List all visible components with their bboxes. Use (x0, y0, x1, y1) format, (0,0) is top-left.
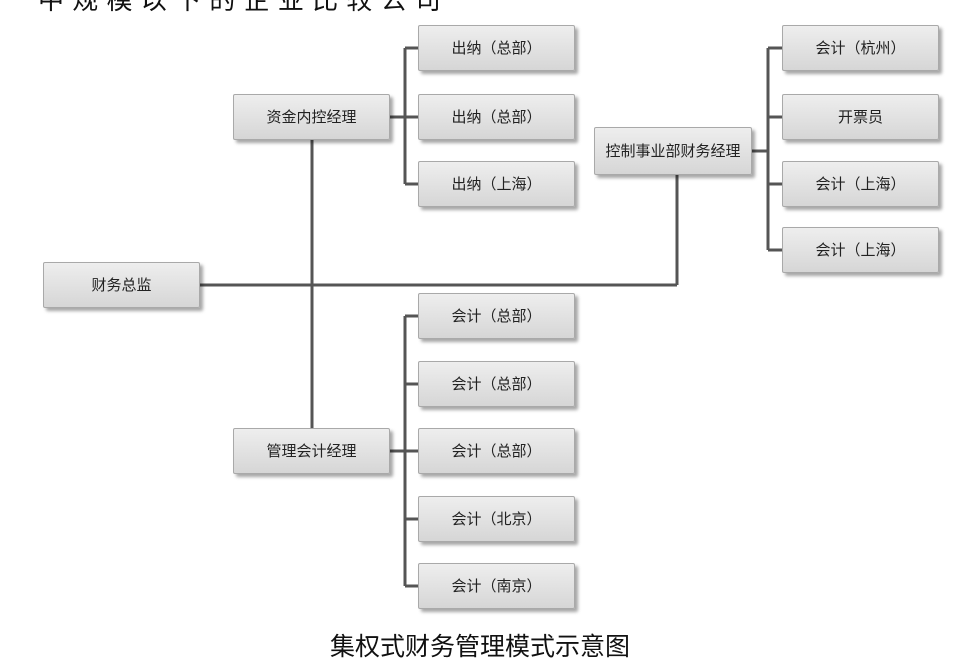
node-division-manager: 控制事业部财务经理 (594, 127, 752, 175)
node-label: 会计（杭州） (815, 38, 906, 57)
node-label: 出纳（上海） (451, 174, 542, 193)
node-label: 资金内控经理 (266, 107, 357, 126)
node-label: 开票员 (837, 107, 883, 126)
node-acct-bj: 会计（北京） (418, 496, 575, 542)
node-acct-nj: 会计（南京） (418, 563, 575, 609)
node-mgmt-acct-manager: 管理会计经理 (233, 428, 390, 474)
node-label: 会计（总部） (451, 374, 542, 393)
node-label: 管理会计经理 (266, 441, 357, 460)
node-cashier-sh: 出纳（上海） (418, 161, 575, 207)
node-acct-sh-2: 会计（上海） (782, 227, 939, 273)
node-label: 会计（总部） (451, 306, 542, 325)
diagram-caption: 集权式财务管理模式示意图 (329, 632, 630, 661)
node-label: 会计（南京） (451, 576, 542, 595)
node-label: 会计（北京） (451, 509, 542, 528)
node-label: 控制事业部财务经理 (605, 141, 741, 160)
node-acct-hq-2: 会计（总部） (418, 361, 575, 407)
partial-header-text: 中 规 模 以 下 的 企 业 比 较 公 司 (38, 0, 441, 16)
node-invoicer: 开票员 (782, 94, 939, 140)
node-acct-hz: 会计（杭州） (782, 25, 939, 71)
node-label: 会计（上海） (815, 174, 906, 193)
node-label: 会计（总部） (451, 441, 542, 460)
node-label: 出纳（总部） (451, 107, 542, 126)
node-label: 会计（上海） (815, 240, 906, 259)
node-label: 出纳（总部） (451, 38, 542, 57)
node-acct-hq-1: 会计（总部） (418, 293, 575, 339)
node-cashier-hq-2: 出纳（总部） (418, 94, 575, 140)
node-fund-manager: 资金内控经理 (233, 94, 390, 140)
node-acct-hq-3: 会计（总部） (418, 428, 575, 474)
node-label: 财务总监 (91, 275, 152, 294)
node-acct-sh-1: 会计（上海） (782, 161, 939, 207)
node-cfo: 财务总监 (43, 262, 200, 308)
node-cashier-hq-1: 出纳（总部） (418, 25, 575, 71)
